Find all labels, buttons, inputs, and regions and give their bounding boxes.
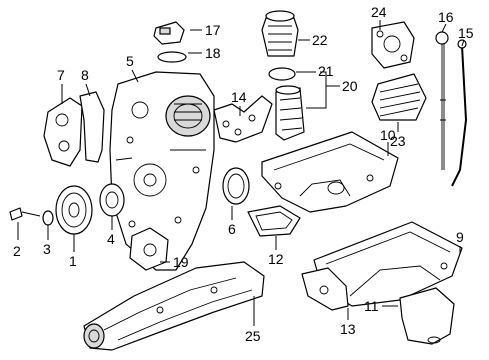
callout-12: 12 [268,251,284,267]
callout-14: 14 [231,89,247,105]
callout-4: 4 [107,231,115,247]
part-16-dipstick [435,31,449,170]
callouts: 17 18 22 21 20 24 23 16 15 7 8 5 14 10 9… [13,4,474,344]
callout-6: 6 [228,221,236,237]
callout-5: 5 [126,53,134,69]
callout-18: 18 [205,45,221,61]
part-4-sprocket [99,183,125,217]
part-1-pulley [55,185,93,235]
part-18-seal-ring [157,51,187,63]
callout-2: 2 [13,243,21,259]
callout-7: 7 [57,67,65,83]
callout-25: 25 [245,328,261,344]
part-7-cover-plate [43,97,83,167]
part-22-filter-housing [261,10,299,57]
callout-11: 11 [364,298,379,314]
callout-9: 9 [456,229,464,245]
part-2-bolt [9,207,41,221]
part-17-cap [153,21,185,45]
callout-17: 17 [205,22,221,38]
part-5-timing-cover [109,71,215,271]
part-3-washer [42,210,54,226]
part-9-oil-pan-lower [313,221,463,307]
callout-3: 3 [43,241,51,257]
callout-20: 20 [342,78,358,94]
callout-16: 16 [438,9,454,25]
part-10-oil-pan-upper [261,131,399,213]
callout-21: 21 [318,63,334,79]
callout-23: 23 [390,133,406,149]
part-8-gasket [79,91,105,163]
callout-15: 15 [458,25,474,41]
callout-24: 24 [371,4,387,20]
part-24-bracket-plate [371,21,415,69]
leader-lines [17,20,465,326]
callout-10: 10 [380,127,396,143]
part-14-bracket [213,95,273,143]
callout-19: 19 [173,254,189,270]
part-15-dipstick-tube [451,45,468,187]
part-23-oil-cooler [371,73,427,121]
callout-22: 22 [312,32,328,48]
part-25-intake-manifold [83,261,265,351]
part-6-crank-seal [222,167,250,205]
callout-1: 1 [69,253,77,269]
part-12-gasket [247,205,301,237]
callout-13: 13 [340,321,356,337]
callout-8: 8 [81,67,89,83]
part-21-o-ring [268,67,296,81]
part-13-bracket [301,267,349,311]
part-11-sump [399,287,455,345]
part-20-filter-element [275,85,305,141]
